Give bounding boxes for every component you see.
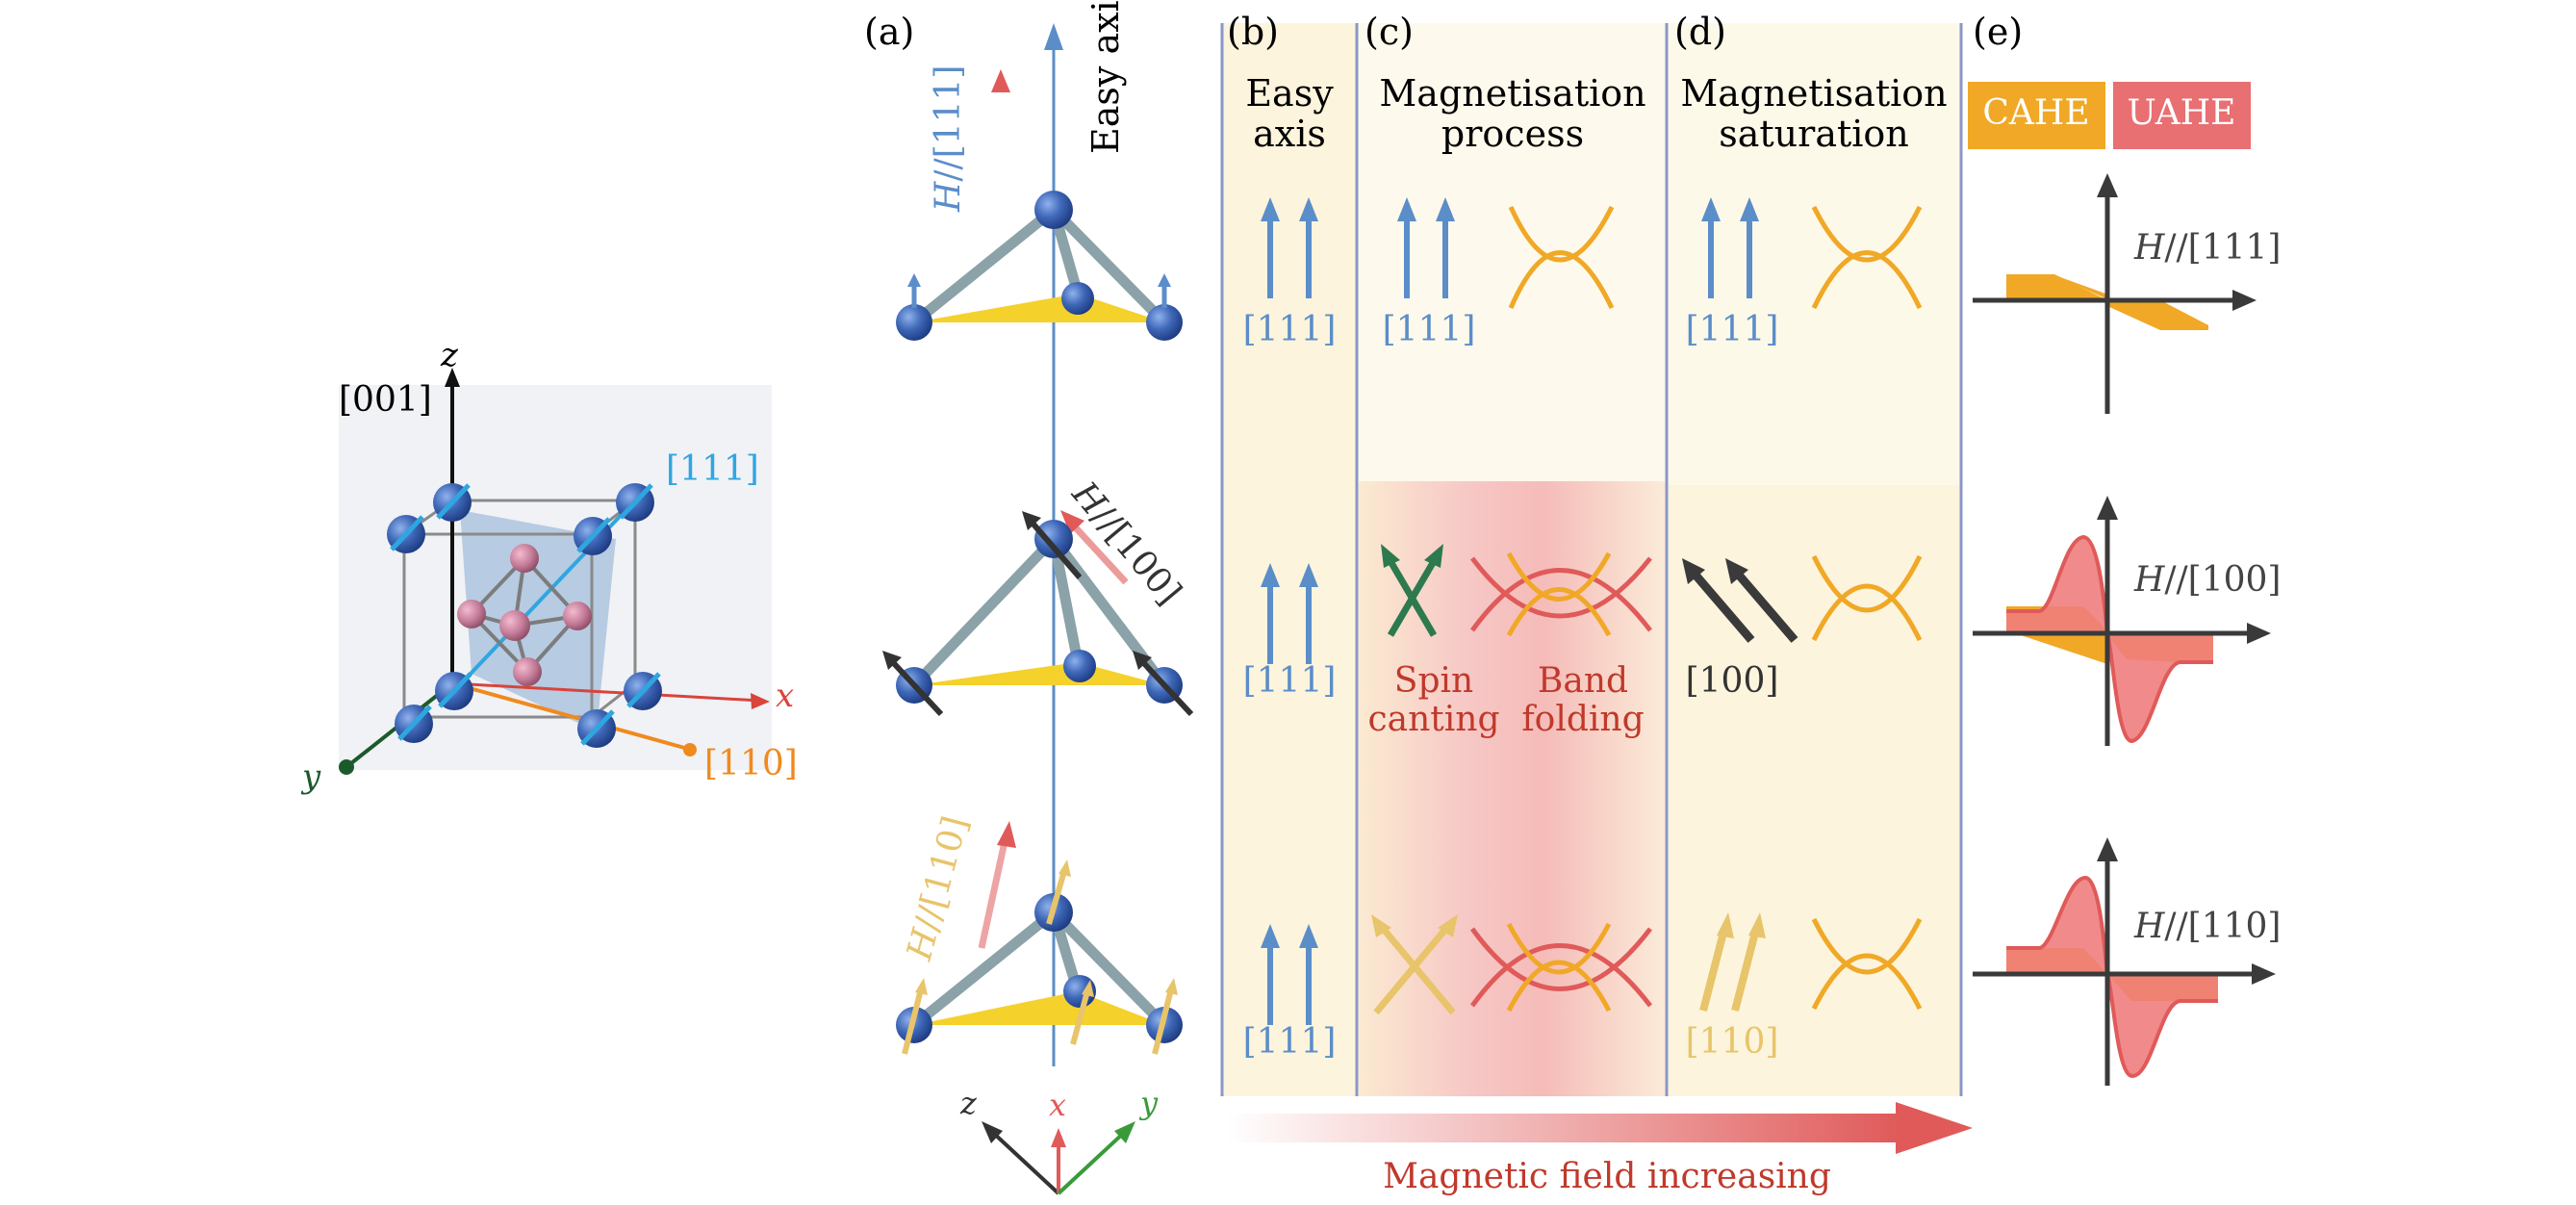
graph-label-111: H//[111] [2134,228,2282,268]
d-label-r3: [110] [1685,1022,1779,1062]
panel-d-top-fade [1667,23,1961,485]
x-axis [451,681,761,703]
header-easy-axis-2: axis [1253,113,1326,155]
b-label-r1: [111] [1242,310,1337,349]
easy-axis-arrowhead [1044,23,1063,50]
legend-uahe-box [2113,82,2251,149]
panel-d-row1-bands [1811,205,1923,310]
header-mag-sat-1: Magnetisation [1680,72,1948,115]
panel-d-row2-arrows [1682,558,1798,643]
legend-uahe: UAHE [2127,93,2236,133]
panel-label-c: (c) [1365,11,1414,53]
axes-icon [982,1121,1135,1195]
spin-canting-1: Spin [1393,661,1474,701]
crystal-y-label: y [302,757,321,796]
header-easy-axis-1: Easy [1245,72,1334,115]
spin-canting-arrows [1381,544,1443,637]
field-arrow-111 [991,69,1010,183]
field-increasing-label: Magnetic field increasing [1383,1157,1831,1196]
field-arrow-110 [978,821,1016,949]
panel-label-d: (d) [1674,11,1726,53]
easy-axis-label: Easy axis [1084,0,1127,154]
band-folding-curves-row3 [1469,922,1652,1013]
panel-c-row3-arrows [1371,914,1458,1015]
d-label-r1: [111] [1685,310,1779,349]
band-folding-curves-row2 [1469,551,1652,637]
panel-label-a: (a) [864,11,915,53]
panel-label-b: (b) [1227,11,1279,53]
header-mag-sat-2: saturation [1719,113,1909,155]
panel-d-row2-bands [1811,554,1923,642]
legend-cahe-box [1968,82,2105,149]
panel-b-background [1222,23,1357,1096]
band-folding-zone [1359,481,1667,1096]
field-increasing-arrow [1227,1102,1973,1154]
band-folding-1: Band [1537,661,1629,701]
panel-d-row3-bands [1811,917,1923,1011]
graph-label-110: H//[110] [2134,907,2282,946]
panel-label-e: (e) [1973,11,2024,53]
field-label-111: H//[111] [929,64,968,212]
crystal-cube [339,368,772,775]
tetrahedron-row3 [896,859,1183,1055]
crystal-110-label: [110] [704,744,798,783]
legend-cahe: CAHE [1982,93,2090,133]
panel-c-row1-arrows [1397,197,1455,298]
b-label-r3: [111] [1242,1022,1337,1062]
axes-icon-x: x [1049,1087,1067,1123]
graph-111 [1973,173,2257,414]
crystal-001-label: [001] [339,380,432,420]
panel-c-row1-bands [1508,205,1615,310]
field-arrow-100 [1060,510,1129,585]
tetrahedron-row1 [896,191,1183,341]
panel-d-row3-arrows [1699,912,1766,1013]
tetrahedron-row2 [882,511,1194,717]
graph-label-100: H//[100] [2134,560,2282,600]
panel-b-arrows [1267,219,1312,1025]
crystal-111-label: [111] [666,449,759,489]
dir-110-line [451,681,689,751]
graph-110 [1973,837,2276,1086]
header-mag-process-2: process [1441,113,1585,155]
c-label-r1: [111] [1382,310,1476,349]
band-folding-2: folding [1521,700,1645,739]
crystal-z-label: z [441,336,458,374]
panel-b-arrowheads [1261,197,1318,948]
crystal-x-label: x [776,677,795,715]
axes-icon-y: y [1140,1085,1159,1121]
axes-icon-z: z [960,1085,977,1121]
spin-canting-2: canting [1367,700,1500,739]
panel-d-row1-arrows [1701,197,1759,298]
b-label-r2: [111] [1242,661,1337,701]
d-label-r2: [100] [1685,661,1779,701]
graph-100 [1973,496,2271,746]
header-mag-process-1: Magnetisation [1379,72,1646,115]
